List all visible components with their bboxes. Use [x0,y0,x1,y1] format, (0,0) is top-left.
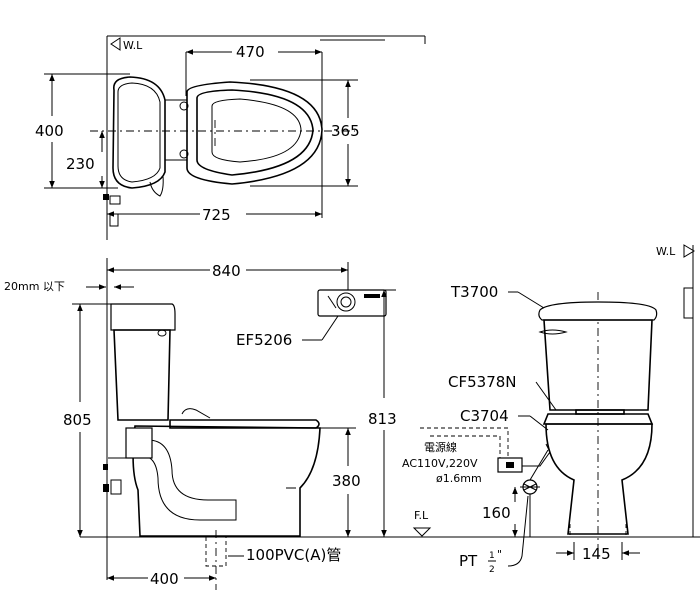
ef5206-unit [317,289,387,317]
power-voltage-label: AC110V,220V [402,457,478,470]
front-water-line-label: W.L [656,245,676,258]
water-line-flag-icon [110,37,121,51]
dim-380-label: 380 [332,472,361,490]
front-tank-lid [538,301,658,321]
clearance-label: 20mm 以下 [4,280,65,293]
trapway [139,439,237,521]
bowl-opening [211,98,302,163]
floor-line-label: F.L [414,509,429,522]
dim-805-label: 805 [63,411,92,429]
tank-body [113,329,171,421]
floor-line-flag-icon [412,527,432,537]
pt-label: PT [459,552,478,570]
dim-813-label: 813 [368,410,397,428]
c3704-label: C3704 [460,407,509,425]
dim-365-label: 365 [331,122,360,140]
tank-top-outline [112,76,166,189]
flush-lever-icon [157,329,167,337]
front-tank-body [543,319,653,411]
dim-725-label: 725 [202,206,231,224]
dim-145-label: 145 [582,545,611,563]
pt-fraction-numerator: 1 [489,551,495,561]
seat-hinge [164,99,188,161]
pt-fraction-denominator: 2 [489,565,495,575]
ef5206-label: EF5206 [236,331,292,349]
power-title-label: 電源線 [424,440,457,454]
power-cable [420,427,509,458]
water-connector [125,427,153,459]
seat-hinge-side [181,408,211,419]
front-water-line-flag-icon [683,244,695,258]
front-flush-lever-icon [538,329,568,335]
dim-160-label: 160 [482,504,511,522]
top-water-line-label: W.L [123,39,143,52]
front-view: W.L T3700 CF5378N C3704 電源線 AC110V,220V … [402,244,695,575]
tank-lid [110,303,176,331]
power-wire-label: ø1.6mm [436,472,482,485]
side-view: 840 20mm 以下 EF5206 813 [4,258,700,590]
t3700-label: T3700 [450,283,498,301]
pt-inch-mark: " [497,548,502,561]
dim-400-bottom-label: 400 [150,570,179,588]
dim-400-top-label: 400 [35,122,64,140]
pipe-label: 100PVC(A)管 [246,546,341,564]
dim-230-label: 230 [66,155,95,173]
cf5378n-label: CF5378N [448,373,517,391]
dim-840-label: 840 [212,262,241,280]
front-bowl [545,423,653,535]
dim-470-label: 470 [236,43,265,61]
top-view: W.L 470 400 230 [35,35,426,240]
